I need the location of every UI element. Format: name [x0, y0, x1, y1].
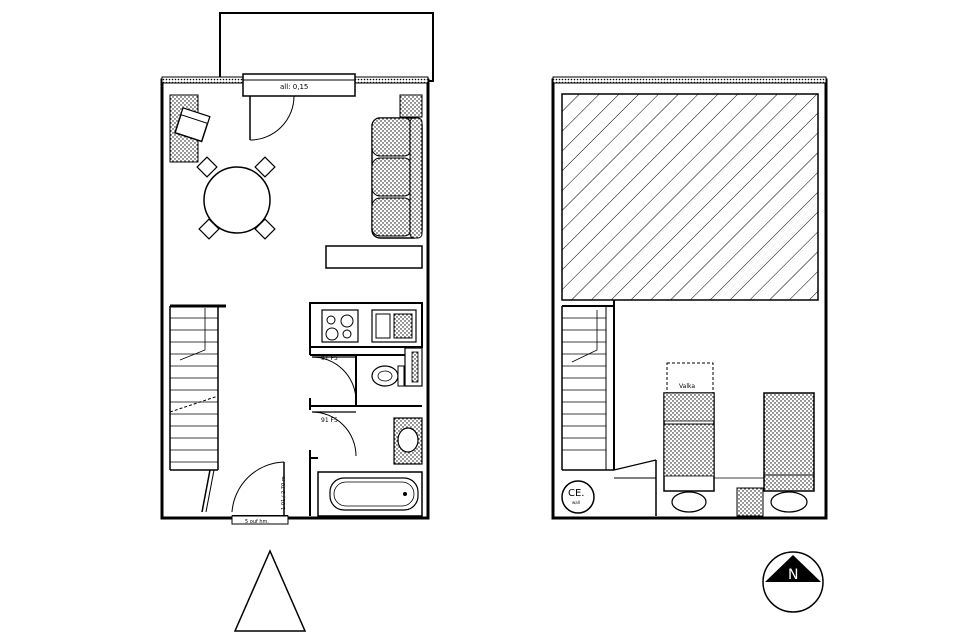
- compass-arrow: [765, 555, 821, 582]
- staircase-upper: [561, 300, 615, 471]
- pillow-1: [671, 491, 707, 513]
- balcony: [219, 12, 434, 82]
- boiler-label: CE.: [568, 488, 584, 499]
- bed-1: [663, 392, 715, 513]
- bed-2: [763, 392, 815, 513]
- column-top-right: [399, 94, 423, 118]
- dining-set: [196, 156, 276, 240]
- section-marker-triangle: [233, 549, 307, 632]
- washbasin: [397, 427, 419, 453]
- boiler-sublabel: wall: [572, 500, 580, 505]
- ground-floor-plan: all: 0,15: [160, 12, 434, 525]
- dining-table: [203, 166, 271, 234]
- pillow-2: [770, 491, 808, 513]
- staircase-ground: [169, 304, 226, 471]
- door-label-1: 91 F5: [321, 355, 338, 362]
- armchair: [174, 107, 211, 143]
- compass-north-label: N: [788, 567, 798, 583]
- upper-top-wall-hatch: [552, 76, 827, 84]
- kitchen: [309, 302, 423, 348]
- compass: N: [762, 551, 824, 613]
- bedside-table: [736, 487, 764, 517]
- entrance-door: [231, 461, 289, 525]
- bathroom: [309, 411, 423, 517]
- wc-room: [309, 347, 423, 410]
- cooktop: [321, 309, 359, 343]
- partition-counter: [325, 245, 423, 269]
- void-area: [561, 93, 819, 301]
- boiler: [561, 480, 595, 514]
- window-sill-label: all: 0,15: [280, 83, 308, 91]
- door-height-label: 1.01 / 2.70 m: [281, 476, 287, 510]
- door-label-2: 91 F5: [321, 417, 338, 424]
- upper-floor-plan: CE. wall Valka bed 2 m: [551, 76, 828, 520]
- sofa: [371, 117, 423, 239]
- wardrobe-label: Valka: [679, 383, 695, 390]
- wardrobe: [666, 362, 714, 394]
- entry-label: 5 ouf hm.: [245, 519, 269, 525]
